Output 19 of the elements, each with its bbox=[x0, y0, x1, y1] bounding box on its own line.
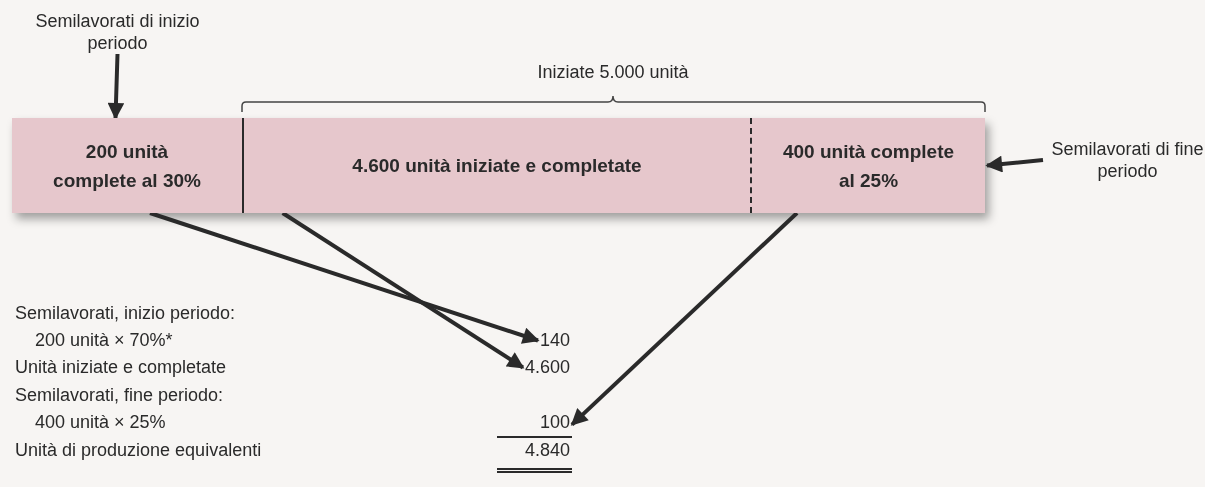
quantity-value: 100 bbox=[500, 412, 570, 433]
line-item: Semilavorati, fine periodo: bbox=[15, 385, 224, 406]
line-item: 400 unità × 25% bbox=[35, 412, 166, 433]
total-value: 4.840 bbox=[523, 440, 570, 461]
line-item: 200 unità × 70%* bbox=[35, 330, 173, 351]
bracket-label: Iniziate 5.000 unità bbox=[536, 62, 690, 83]
arrow bbox=[985, 155, 1044, 173]
line-item: Unità di produzione equivalenti bbox=[15, 440, 262, 461]
arrow bbox=[570, 211, 799, 427]
node-label: 200 unità complete al 30% bbox=[53, 140, 201, 191]
line-item: Unità iniziate e completate bbox=[15, 357, 227, 378]
stage-label: Semilavorati di inizio periodo bbox=[20, 10, 215, 54]
quantity-value: 4.600 bbox=[500, 357, 570, 378]
line-item: Semilavorati, inizio periodo: bbox=[15, 303, 236, 324]
arrow bbox=[107, 53, 125, 120]
quantity-value: 140 bbox=[500, 330, 570, 351]
arrow bbox=[149, 211, 540, 344]
arrow bbox=[281, 211, 525, 370]
stage-label: Semilavorati di fine periodo bbox=[1045, 138, 1205, 182]
